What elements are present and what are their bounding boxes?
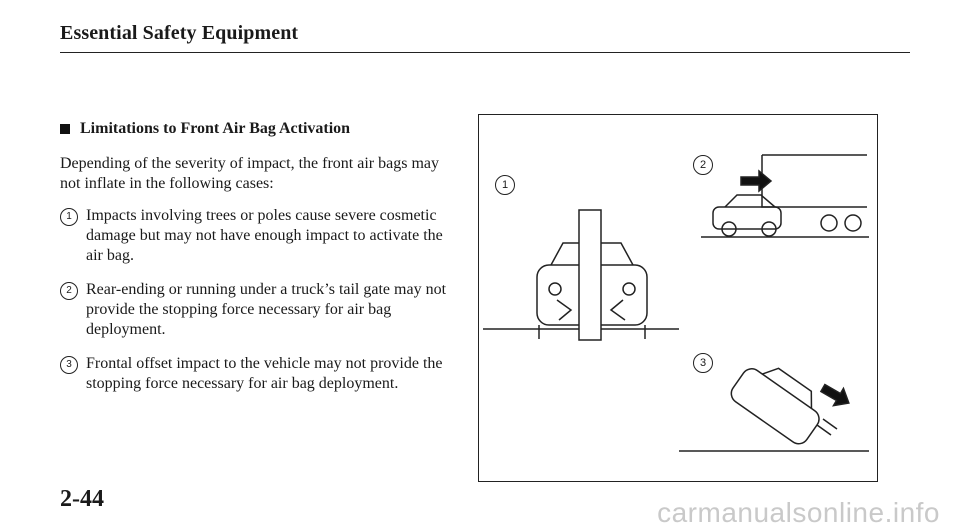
car-offset [730, 367, 820, 445]
section-heading: Limitations to Front Air Bag Activation [60, 120, 460, 138]
impact-lines [816, 418, 838, 436]
car-side-body [712, 206, 782, 230]
page-header: Essential Safety Equipment [60, 22, 299, 44]
car-wheel-front [721, 221, 737, 237]
page-number: 2-44 [60, 486, 104, 512]
truck-trailer [761, 155, 867, 208]
list-item-text: Frontal offset impact to the vehicle may… [86, 355, 443, 392]
circled-number-2: 2 [60, 282, 78, 300]
car-side-roof [724, 194, 776, 208]
impact-burst [556, 299, 626, 321]
list-item: 2 Rear-ending or running under a truck’s… [60, 280, 460, 340]
text-column: Limitations to Front Air Bag Activation … [60, 120, 460, 408]
section-title: Limitations to Front Air Bag Activation [80, 120, 351, 137]
car-offset-roof [762, 367, 813, 409]
list-item-text: Impacts involving trees or poles cause s… [86, 207, 443, 264]
intro-paragraph: Depending of the severity of impact, the… [60, 155, 439, 192]
circled-number-3: 3 [60, 356, 78, 374]
list-item: 1 Impacts involving trees or poles cause… [60, 206, 460, 266]
illustration-drawing [483, 154, 869, 452]
pole-impact-scene [483, 209, 679, 341]
car-wheel-rear [761, 221, 777, 237]
header-rule [60, 52, 910, 53]
offset-impact-scene [679, 367, 869, 452]
truck-wheel-1 [820, 214, 838, 232]
airbag-illustration: 1 2 3 [478, 114, 878, 482]
list-item-text: Rear-ending or running under a truck’s t… [86, 281, 447, 338]
circled-number-1: 1 [60, 208, 78, 226]
list-item: 3 Frontal offset impact to the vehicle m… [60, 354, 460, 394]
headlight-left [548, 282, 562, 296]
direction-arrow-icon [740, 169, 773, 193]
scene-label-2: 2 [693, 155, 713, 175]
pole [578, 209, 602, 341]
scene-label-1: 1 [495, 175, 515, 195]
scene-label-3: 3 [693, 353, 713, 373]
truck-wheel-2 [844, 214, 862, 232]
car-offset-body [730, 368, 820, 445]
watermark: carmanualsonline.info [657, 497, 940, 528]
square-bullet-icon [60, 124, 70, 134]
truck-underride-scene [701, 154, 869, 238]
headlight-right [622, 282, 636, 296]
direction-arrow-icon [819, 383, 850, 407]
